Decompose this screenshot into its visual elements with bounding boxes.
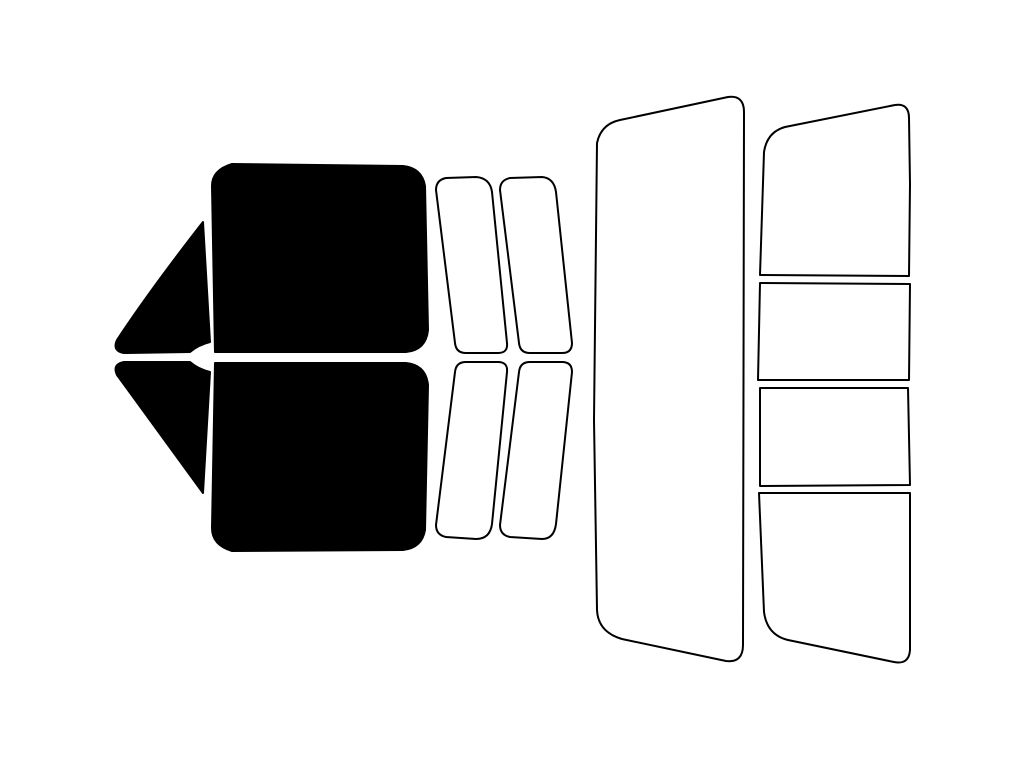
front-windows-group (114, 163, 429, 552)
rear-sliding-window-top-section[interactable] (759, 103, 911, 277)
rear-sliding-window-lower-middle-section[interactable] (759, 387, 911, 487)
rear-right-door-window[interactable] (435, 361, 509, 540)
front-right-door-window[interactable] (211, 362, 429, 552)
rear-windshield[interactable] (593, 95, 745, 663)
rear-right-quarter-window[interactable] (499, 361, 573, 540)
rear-sliding-window-bottom-section[interactable] (758, 492, 911, 664)
rear-sliding-window-group (757, 103, 911, 664)
front-left-door-window[interactable] (211, 163, 429, 353)
rear-door-windows-group (435, 176, 573, 540)
rear-left-quarter-window[interactable] (499, 176, 573, 354)
rear-left-door-window[interactable] (435, 176, 509, 354)
front-left-vent-window[interactable] (114, 221, 211, 354)
front-right-vent-window[interactable] (114, 361, 211, 494)
rear-sliding-window-upper-middle-section[interactable] (757, 282, 911, 381)
